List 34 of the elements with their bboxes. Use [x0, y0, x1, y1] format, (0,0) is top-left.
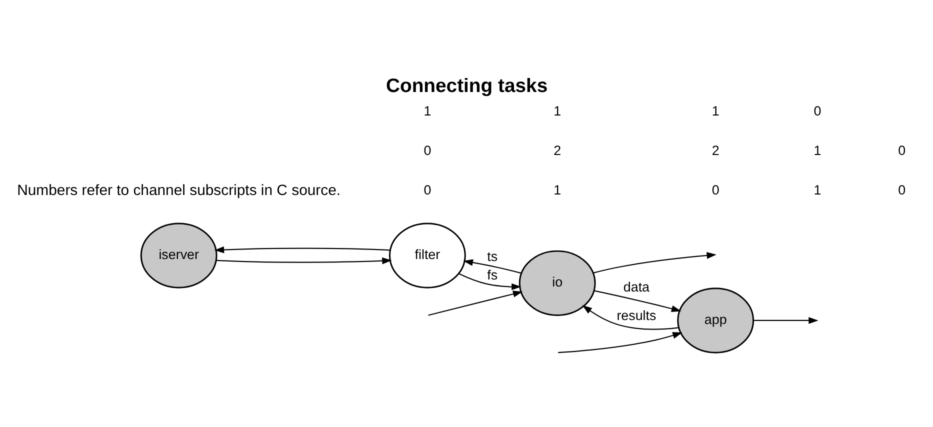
arrow — [214, 246, 390, 254]
label: 0 — [813, 103, 821, 118]
arrow — [593, 290, 681, 312]
label: 1 — [423, 103, 431, 118]
label: 1 — [711, 103, 719, 118]
node-ellipse: app — [676, 288, 754, 354]
node-ellipse: iserver — [140, 222, 217, 288]
node-ellipse: filter — [388, 222, 466, 288]
diagram-title: Connecting tasks — [386, 74, 548, 97]
arrow — [428, 290, 522, 316]
label: 1 — [813, 143, 821, 158]
label: 0 — [898, 182, 906, 198]
label: 2 — [553, 143, 561, 158]
edge-label: fs — [486, 268, 498, 283]
arrow — [462, 259, 522, 274]
edge-label: results — [616, 308, 656, 324]
label: Numbers refer to channel subscripts in C source. — [16, 182, 340, 200]
label: 0 — [423, 182, 431, 198]
label: 1 — [553, 182, 561, 198]
node-ellipse: io — [518, 250, 596, 316]
arrow — [458, 273, 521, 290]
arrow — [558, 332, 682, 354]
label: 1 — [553, 103, 561, 118]
label: 2 — [711, 143, 719, 158]
edge-label: ts — [486, 249, 498, 264]
arrow — [752, 317, 818, 324]
arrow — [216, 257, 392, 264]
label: 0 — [711, 182, 719, 198]
edge-label: data — [622, 280, 650, 295]
label: 0 — [423, 143, 431, 158]
label: 1 — [813, 182, 821, 198]
label: 0 — [898, 143, 906, 158]
arrow — [582, 305, 678, 330]
arrow — [592, 252, 716, 274]
